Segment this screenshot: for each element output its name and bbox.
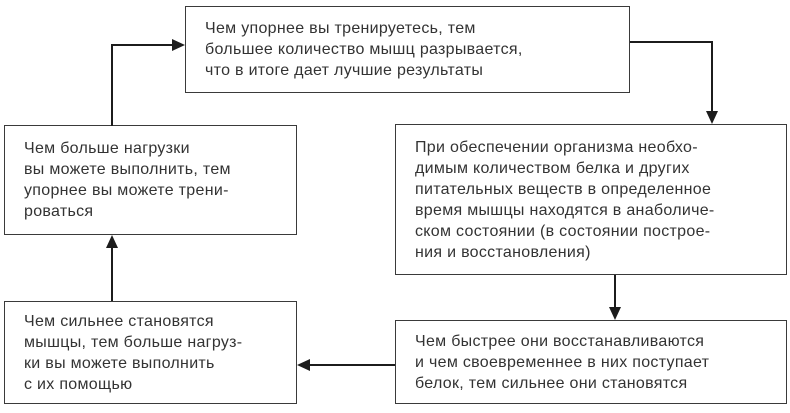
connector-leftmiddle-top-hline [111, 44, 172, 46]
arrowhead-into-bottomleft-box [297, 359, 310, 371]
connector-rightmiddle-bottomright-vline [614, 275, 616, 308]
connector-bottomright-bottomleft-hline [309, 364, 395, 366]
flow-box-more-load: Чем больше нагрузки вы можете выполнить,… [4, 125, 297, 235]
connector-top-rightmiddle-vline [711, 41, 713, 111]
flow-box-harder-training: Чем упорнее вы тренируетесь, тем большее… [185, 6, 630, 93]
flow-box-more-load-text: Чем больше нагрузки вы можете выполнить,… [24, 140, 231, 220]
connector-top-rightmiddle-hline [630, 41, 713, 43]
connector-leftmiddle-top-vline [111, 44, 113, 126]
flow-box-anabolic-state: При обеспечении организма необхо- димым … [395, 124, 787, 275]
connector-bottomleft-leftmiddle-vline [111, 247, 113, 301]
arrowhead-into-leftmiddle-box [106, 235, 118, 248]
flow-box-faster-recovery-text: Чем быстрее они восстанавливаются и чем … [415, 332, 710, 392]
flow-box-anabolic-state-text: При обеспечении организма необхо- димым … [415, 138, 715, 261]
flow-box-faster-recovery: Чем быстрее они восстанавливаются и чем … [395, 320, 787, 404]
arrowhead-into-bottomright-box [609, 307, 621, 320]
arrowhead-into-top-box [172, 39, 185, 51]
arrowhead-into-rightmiddle-box [706, 111, 718, 124]
flow-box-stronger-muscles: Чем сильнее становятся мышцы, тем больше… [4, 301, 297, 404]
flow-box-stronger-muscles-text: Чем сильнее становятся мышцы, тем больше… [24, 312, 243, 393]
flow-box-harder-training-text: Чем упорнее вы тренируетесь, тем большее… [205, 20, 523, 79]
